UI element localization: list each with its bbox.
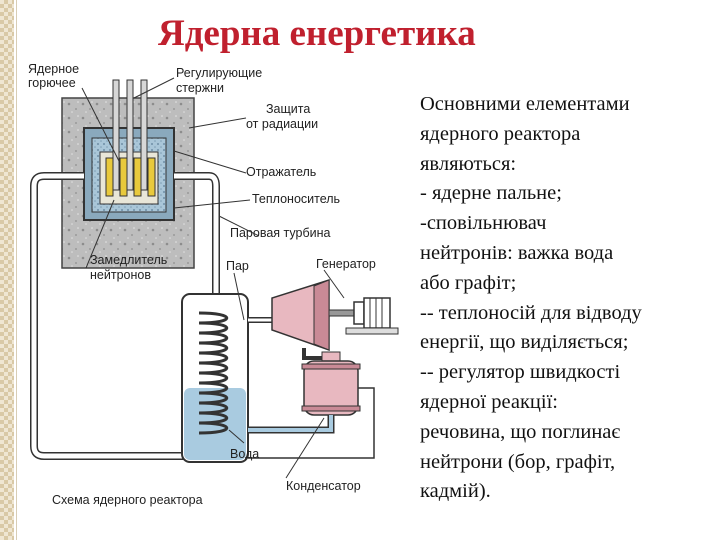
generator [345, 297, 399, 335]
text-line: Основними елементами [420, 93, 630, 115]
fuel-rod [119, 157, 128, 197]
text-line: нейтрони (бор, графіт, [420, 450, 616, 473]
label-water: Вода [230, 447, 259, 461]
label-steam: Пар [226, 259, 249, 273]
label-moderator: Замедлитель [90, 253, 167, 267]
text-line: кадмій). [420, 480, 491, 503]
label-shield: Защита [266, 102, 310, 116]
control-rod [126, 79, 134, 191]
reactor-elements-text: Основними елементами ядерного реактора я… [420, 90, 700, 507]
reactor-diagram: Ядерное горючее Регулирующие стержни Защ… [28, 62, 399, 507]
label-control-rods: стержни [176, 81, 224, 95]
control-rod [112, 79, 120, 191]
decorative-border [0, 0, 14, 540]
text-line: або графіт; [420, 271, 517, 294]
text-line: енергії, що виділяється; [420, 331, 629, 354]
fuel-rod [105, 157, 114, 197]
text-line: являються: [420, 152, 517, 175]
text-line: ядерної реакції: [420, 390, 558, 413]
label-shield: от радиации [246, 117, 318, 131]
label-condenser: Конденсатор [286, 479, 361, 493]
border-rule [16, 0, 17, 540]
label-fuel: Ядерное [28, 62, 79, 76]
fuel-rod [147, 157, 156, 197]
text-line: -сповільнювач [420, 212, 547, 235]
condenser [301, 351, 361, 416]
label-generator: Генератор [316, 257, 376, 271]
control-rod [140, 79, 148, 191]
label-coolant: Теплоноситель [252, 192, 340, 206]
diagram-caption: Схема ядерного реактора [52, 493, 203, 507]
water-return-pipe [248, 415, 335, 434]
text-line: речовина, що поглинає [420, 420, 621, 443]
label-control-rods: Регулирующие [176, 66, 262, 80]
page-title: Ядерна енергетика [158, 13, 476, 54]
fuel-rod [133, 157, 142, 197]
heat-exchange-coil [198, 311, 229, 435]
label-moderator: нейтронов [90, 268, 151, 282]
label-fuel: горючее [28, 76, 76, 90]
text-line: ядерного реактора [420, 122, 581, 145]
text-line: нейтронів: важка вода [420, 241, 614, 264]
text-line: -- регулятор швидкості [420, 361, 621, 384]
text-line: -- теплоносій для відводу [420, 301, 642, 324]
label-reflector: Отражатель [246, 165, 316, 179]
label-turbine: Паровая турбина [230, 226, 331, 240]
text-line: - ядерне пальне; [420, 182, 562, 205]
